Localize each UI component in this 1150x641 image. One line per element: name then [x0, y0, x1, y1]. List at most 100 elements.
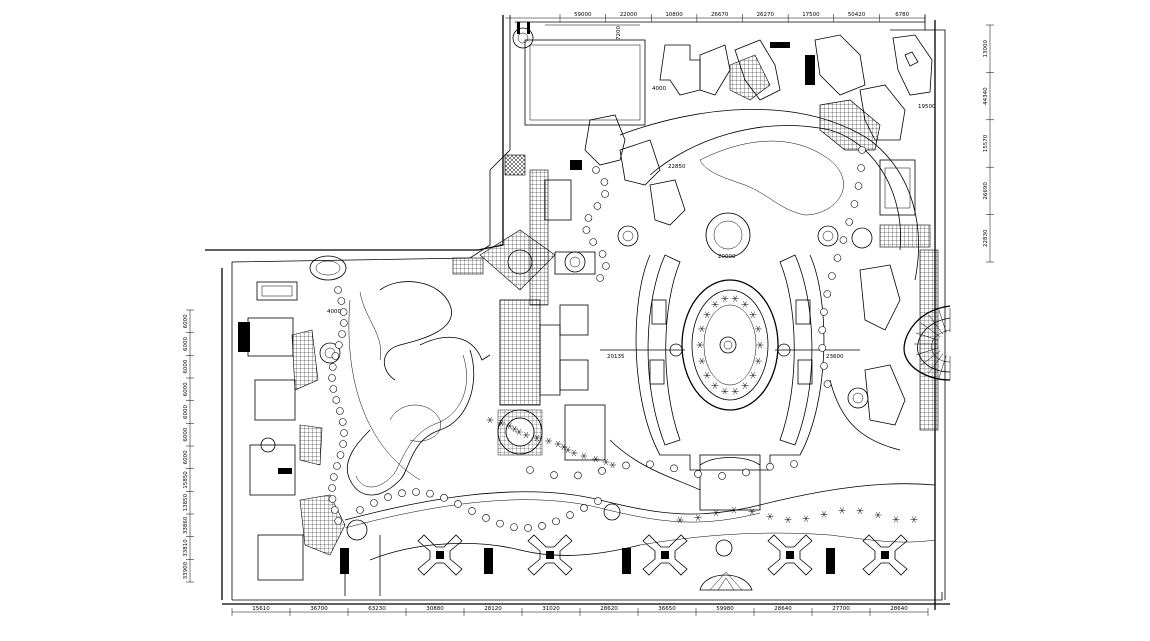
- palm-tree: [554, 440, 562, 448]
- palm-tree: [910, 516, 918, 523]
- palm-tree: [676, 516, 684, 524]
- tree: [823, 380, 832, 388]
- tree: [398, 489, 406, 498]
- tree: [828, 272, 836, 280]
- tree: [370, 499, 378, 507]
- dim-top-label: 59000: [574, 12, 592, 18]
- dim-left-label: 6000: [183, 314, 189, 328]
- tree: [694, 470, 702, 478]
- label-ne-court: 22850: [668, 164, 686, 170]
- tree: [718, 472, 726, 480]
- dimension-chain-left: 6000600060006000600060006000158501385033…: [183, 309, 194, 583]
- garage-block: [340, 548, 349, 574]
- tree: [622, 461, 630, 470]
- dim-top-label: 26670: [711, 12, 729, 18]
- tree: [592, 166, 600, 174]
- tree: [331, 352, 340, 360]
- palm-tree: [721, 388, 729, 395]
- tree: [766, 462, 774, 471]
- palm-tree: [820, 511, 828, 518]
- palm-tree: [694, 514, 702, 521]
- dim-bottom-label: 36700: [310, 606, 328, 612]
- dim-right-label: 26690: [983, 182, 989, 200]
- palm-tree: [515, 428, 523, 436]
- inner-dimension-labels: 20000 20135 23600 22850 4000 7200 19500 …: [327, 26, 936, 360]
- tree: [593, 202, 602, 210]
- dim-left-label: 33900: [183, 561, 189, 579]
- palm-tree: [703, 311, 711, 318]
- palm-tree: [892, 516, 900, 523]
- tree: [566, 511, 574, 519]
- palm-tree: [711, 382, 719, 389]
- dim-right-label: 15570: [983, 134, 989, 152]
- label-north-gate: 7200: [616, 26, 622, 40]
- palm-tree: [741, 301, 749, 308]
- dim-bottom-label: 28620: [600, 606, 618, 612]
- palm-tree: [749, 372, 757, 379]
- palm-tree: [506, 422, 514, 430]
- dim-bottom-label: 28640: [774, 606, 792, 612]
- palm-tree: [698, 325, 706, 333]
- tree: [334, 286, 342, 294]
- dim-bottom-label: 30880: [426, 606, 444, 612]
- tree: [823, 290, 832, 298]
- palm-tree: [784, 516, 792, 523]
- palm-tree: [545, 437, 553, 445]
- tree: [328, 495, 337, 503]
- palm-tree: [754, 325, 762, 333]
- central-paved-spine: [452, 154, 596, 456]
- site-boundary: [205, 15, 950, 610]
- dim-right-label: 13000: [983, 39, 989, 57]
- tree: [334, 517, 343, 525]
- tree: [857, 164, 865, 172]
- palm-tree: [754, 357, 762, 365]
- dim-left-label: 13850: [183, 493, 189, 511]
- central-lawn: [617, 108, 919, 281]
- tree: [426, 489, 434, 498]
- dim-top-label: 50420: [848, 12, 866, 18]
- tree: [338, 418, 347, 426]
- tree: [339, 440, 347, 448]
- dim-bottom-label: 59980: [716, 606, 734, 612]
- palm-tree: [592, 455, 600, 463]
- label-oval-width: 20000: [718, 254, 736, 260]
- palm-tree: [703, 372, 711, 379]
- palm-tree: [711, 301, 719, 308]
- tree: [454, 500, 462, 508]
- tree: [328, 374, 336, 382]
- palm-tree: [602, 458, 610, 466]
- north-gate-area: [512, 22, 646, 126]
- tree: [552, 517, 560, 526]
- central-oval-court: [600, 254, 860, 511]
- palm-tree: [533, 434, 541, 442]
- tree: [818, 326, 827, 334]
- tree: [330, 473, 338, 481]
- tree: [589, 238, 598, 246]
- tree: [845, 218, 854, 226]
- palm-tree-symbols: [486, 295, 918, 524]
- label-north-offset: 4000: [652, 86, 666, 92]
- dim-right-label: 44340: [983, 87, 989, 105]
- tree: [496, 519, 504, 528]
- dim-bottom-label: 31020: [542, 606, 560, 612]
- winding-water-feature: [346, 281, 491, 496]
- north-east-plaza: [729, 34, 933, 151]
- palm-tree: [766, 513, 774, 520]
- tree: [580, 504, 588, 512]
- tree: [332, 396, 341, 404]
- palm-tree: [721, 295, 729, 302]
- dim-bottom-label: 36650: [658, 606, 676, 612]
- tree: [510, 523, 518, 531]
- tree: [339, 308, 348, 316]
- tree: [854, 182, 863, 190]
- tree: [584, 214, 593, 222]
- palm-tree: [730, 506, 738, 514]
- dim-bottom-label: 28640: [890, 606, 908, 612]
- palm-tree: [874, 511, 882, 519]
- tree: [646, 460, 654, 469]
- palm-tree: [838, 507, 846, 514]
- palm-tree: [698, 357, 706, 365]
